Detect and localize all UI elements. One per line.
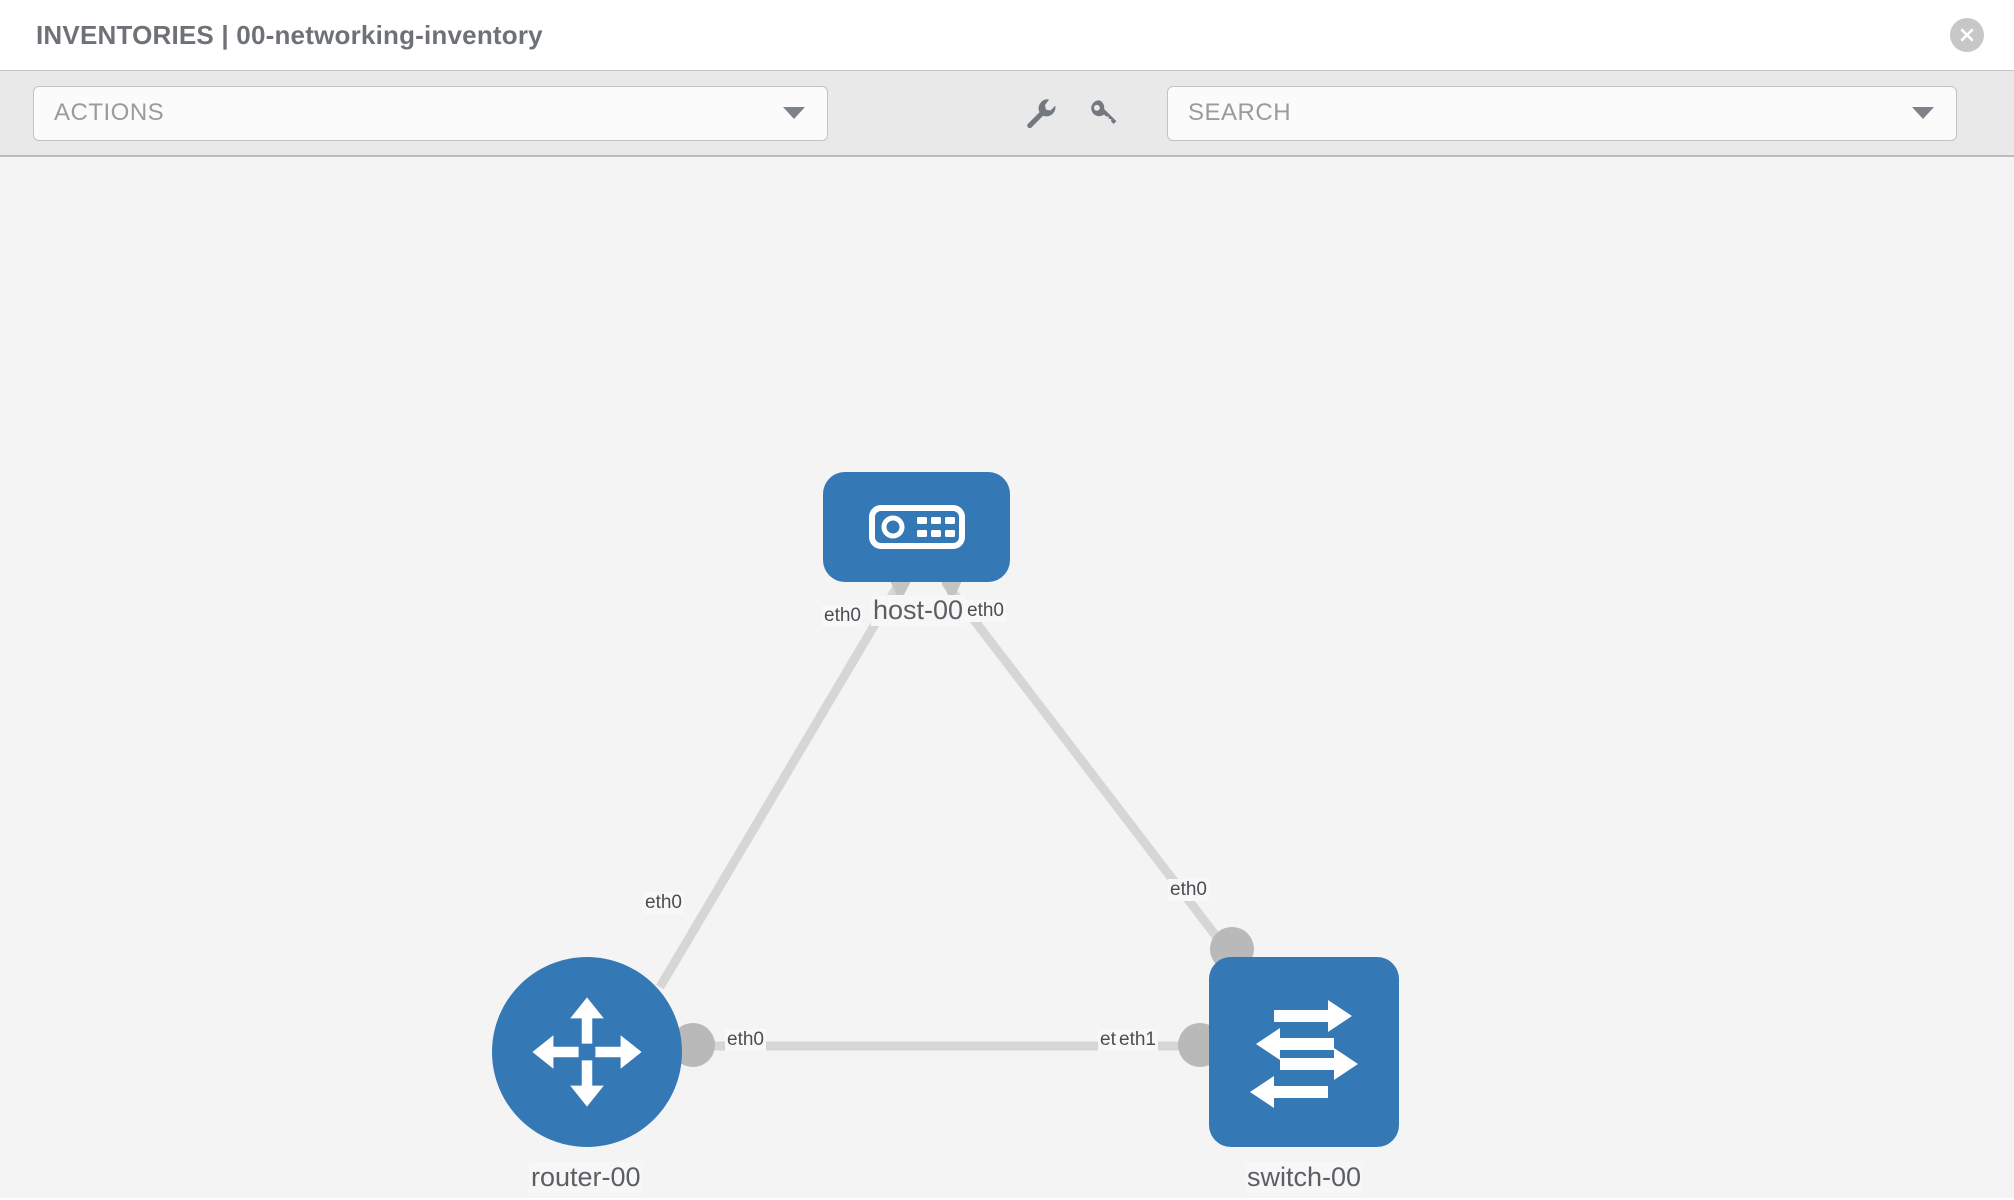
page-header: INVENTORIES | 00-networking-inventory — [0, 0, 2014, 70]
close-icon — [1960, 28, 1974, 42]
iface-label-host-eth0-right: eth0 — [965, 600, 1006, 622]
iface-label-switch-eth0-up: eth0 — [1168, 879, 1209, 901]
link-host-router[interactable] — [656, 579, 904, 990]
chevron-down-icon — [783, 107, 805, 119]
switch-icon — [1250, 1000, 1358, 1108]
toolbar: ACTIONS — [0, 70, 2014, 157]
node-label-router-00: router-00 — [529, 1162, 643, 1193]
toolbar-icon-group — [1023, 96, 1121, 130]
iface-label-switch-eth1: eth1 — [1117, 1029, 1158, 1051]
actions-dropdown[interactable]: ACTIONS — [33, 85, 828, 141]
server-icon — [868, 505, 965, 549]
node-switch-00[interactable] — [1209, 957, 1399, 1147]
key-icon[interactable] — [1087, 96, 1121, 130]
node-host-00[interactable] — [823, 472, 1010, 582]
search-field[interactable] — [1167, 85, 1957, 141]
iface-label-router-eth0: eth0 — [725, 1029, 766, 1051]
actions-dropdown-label: ACTIONS — [54, 99, 165, 126]
topology-links-layer — [656, 572, 1254, 1067]
port-router-eth0[interactable] — [671, 1023, 715, 1067]
wrench-icon[interactable] — [1023, 96, 1057, 130]
router-icon — [532, 997, 642, 1107]
iface-label-router-eth0-up: eth0 — [643, 892, 684, 914]
iface-label-host-eth0-left: eth0 — [822, 605, 863, 627]
node-label-host-00: host-00 — [871, 595, 966, 626]
close-button[interactable] — [1950, 18, 1984, 52]
node-label-switch-00: switch-00 — [1245, 1162, 1364, 1193]
page-title: INVENTORIES | 00-networking-inventory — [36, 19, 543, 50]
search-chevron-down-icon[interactable] — [1912, 107, 1934, 119]
node-router-00[interactable] — [492, 957, 682, 1147]
search-input[interactable] — [1188, 99, 1819, 127]
topology-canvas[interactable]: host-00 router-00 switch-00 eth0 eth — [0, 157, 2014, 1198]
